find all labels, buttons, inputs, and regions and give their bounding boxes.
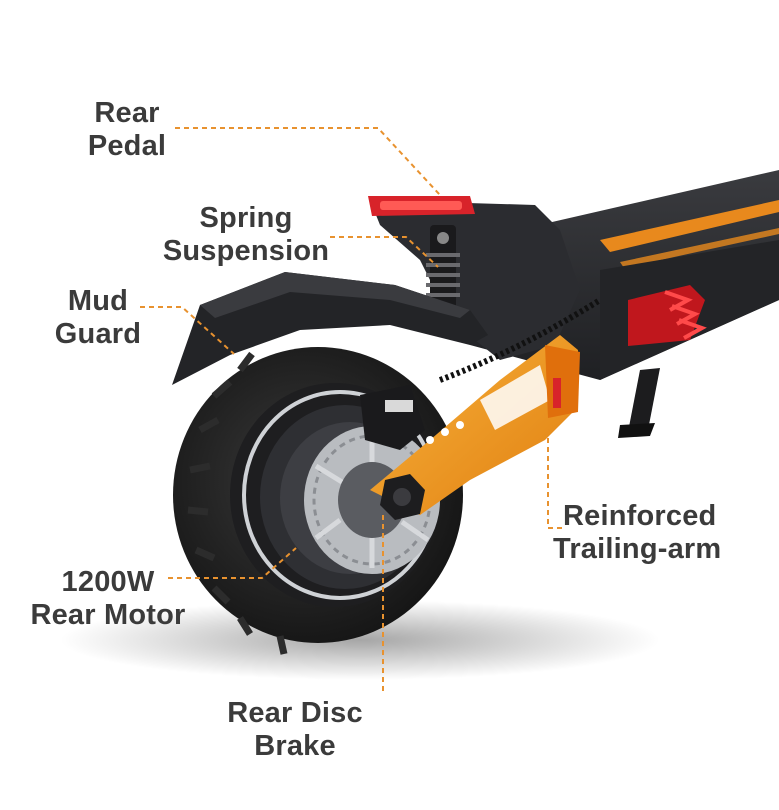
ground-shadow	[60, 600, 660, 680]
trailing-arm	[370, 335, 580, 515]
callout-rear-pedal-line1: Rear	[94, 97, 160, 129]
callout-spring-suspension-line2: Suspension	[162, 235, 330, 267]
callout-rear-pedal-line2: Pedal	[87, 130, 167, 162]
callout-rear-motor-line1: 1200W	[61, 566, 155, 598]
callout-rear-pedal: Rear Pedal	[72, 97, 182, 163]
callout-spring-suspension-line1: Spring	[199, 202, 293, 234]
callout-rear-motor-line2: Rear Motor	[30, 599, 186, 631]
axle-nut	[380, 474, 425, 520]
side-reflector-icon	[628, 285, 707, 346]
spring-suspension	[426, 225, 460, 315]
brake-caliper	[360, 385, 425, 450]
callout-mud-guard-line1: Mud	[67, 285, 129, 317]
callout-trailing-arm: Reinforced Trailing-arm	[553, 500, 753, 566]
callout-trailing-arm-line2: Trailing-arm	[553, 533, 722, 565]
leader-lines	[140, 127, 563, 692]
kickstand	[628, 368, 660, 432]
callout-spring-suspension: Spring Suspension	[158, 202, 334, 268]
brake-cable	[438, 297, 602, 383]
callout-disc-brake-line2: Brake	[254, 730, 336, 762]
callout-trailing-arm-line1: Reinforced	[563, 500, 717, 532]
callout-disc-brake: Rear Disc Brake	[222, 697, 368, 763]
rear-pedal-housing	[368, 196, 580, 360]
callout-rear-motor: 1200W Rear Motor	[22, 566, 194, 632]
callout-disc-brake-line1: Rear Disc	[227, 697, 363, 729]
callout-mud-guard-line2: Guard	[54, 318, 142, 350]
callout-mud-guard: Mud Guard	[46, 285, 150, 351]
